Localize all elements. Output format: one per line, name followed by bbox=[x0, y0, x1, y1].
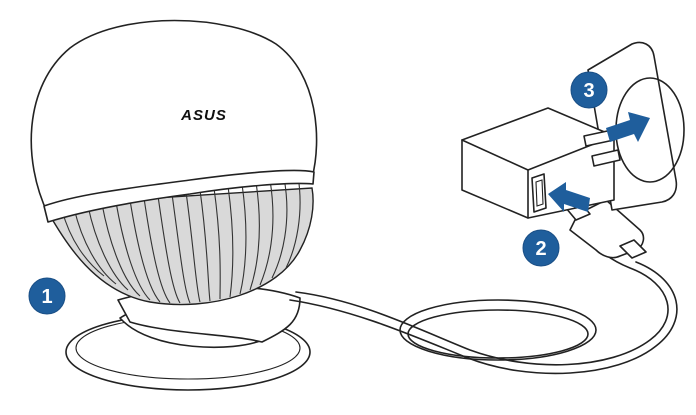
step-1-badge: 1 bbox=[28, 277, 66, 315]
stand-base bbox=[65, 285, 311, 391]
step-1-number: 1 bbox=[41, 286, 52, 308]
device-body: ASUS bbox=[30, 19, 318, 306]
usb-plug bbox=[565, 199, 647, 259]
arrow-plug-into-wall bbox=[606, 112, 650, 142]
ventilation-fins bbox=[61, 175, 301, 304]
power-adapter bbox=[461, 41, 685, 219]
step-2-number: 2 bbox=[535, 238, 546, 260]
step-3-badge: 3 bbox=[570, 71, 608, 109]
device-logo: ASUS bbox=[180, 107, 227, 124]
step-2-badge: 2 bbox=[522, 229, 560, 267]
step-3-number: 3 bbox=[583, 80, 594, 102]
power-cable bbox=[289, 235, 678, 375]
arrow-plug-into-adapter bbox=[548, 182, 590, 212]
